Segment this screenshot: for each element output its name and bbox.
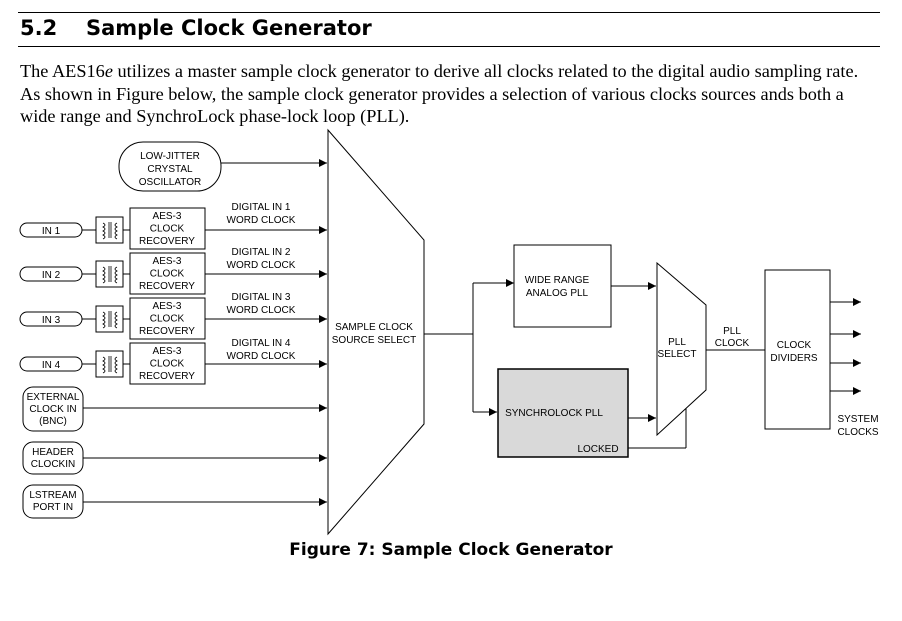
- synchrolock-pll-label: SYNCHROLOCK PLL: [505, 408, 603, 419]
- intro-paragraph: The AES16e utilizes a master sample cloc…: [20, 60, 880, 128]
- intro-text-2: utilizes a master sample clock generator…: [20, 61, 859, 126]
- in4-label: IN 4: [42, 360, 61, 371]
- synchrolock-pll-box: [497, 368, 629, 458]
- transformer-symbols: [102, 222, 118, 374]
- intro-text-1: The AES16: [20, 61, 105, 81]
- in3-recovery-box: [129, 297, 206, 340]
- section-title: Sample Clock Generator: [86, 16, 372, 40]
- figure-caption: Figure 7: Sample Clock Generator: [289, 540, 613, 560]
- clock-dividers-box: [764, 269, 831, 430]
- locked-label: LOCKED: [577, 444, 618, 455]
- top-rule: [18, 12, 880, 13]
- in1-transformer: [95, 216, 124, 244]
- source-select-mux: [327, 128, 425, 536]
- section-heading: 5.2 Sample Clock Generator: [20, 16, 372, 40]
- wide-range-pll-box: [513, 244, 612, 328]
- heading-underline: [18, 46, 880, 47]
- intro-italic-e: e: [104, 61, 113, 81]
- pll-select-mux: [656, 261, 707, 437]
- in1-recovery-box: [129, 207, 206, 250]
- in2-label: IN 2: [42, 270, 61, 281]
- in3-label: IN 3: [42, 315, 61, 326]
- in4-transformer: [95, 350, 124, 378]
- in4-recovery-box: [129, 342, 206, 385]
- external-clock-box: [22, 386, 84, 432]
- in1-label: IN 1: [42, 226, 61, 237]
- in2-transformer: [95, 260, 124, 288]
- section-number: 5.2: [20, 16, 58, 40]
- oscillator-box: [118, 141, 222, 192]
- in3-transformer: [95, 305, 124, 333]
